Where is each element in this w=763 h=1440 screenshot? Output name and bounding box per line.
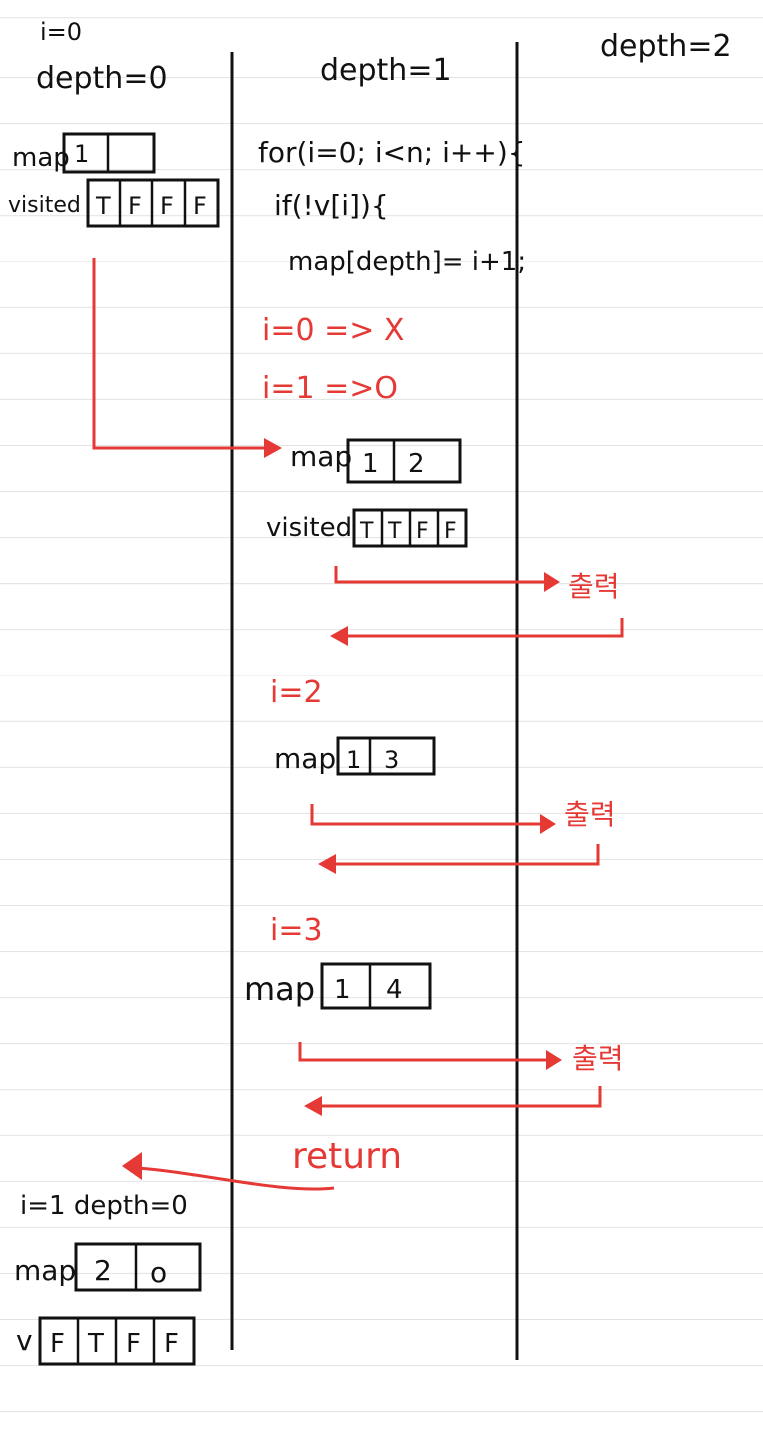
col0-map-label: map [12, 143, 70, 173]
bottom-v-cell-2: F [126, 1329, 141, 1359]
col0-visited-cell-2: F [160, 192, 174, 220]
depth1-map-c-array: 1 4 [320, 962, 432, 1010]
return-arrowhead-3 [304, 1096, 322, 1116]
bottom-v-cell-3: F [164, 1329, 179, 1359]
call-arrowhead-3 [546, 1050, 562, 1070]
depth1-map-b-label: map [274, 742, 336, 775]
pass-down-arrowhead [264, 438, 282, 458]
depth1-map-a-cell-0: 1 [362, 449, 379, 479]
bottom-title: i=1 depth=0 [20, 1191, 188, 1221]
header-depth2: depth=2 [600, 29, 732, 64]
col0-visited-cell-3: F [193, 192, 207, 220]
bottom-v-array: F T F F [38, 1316, 196, 1366]
col0-visited-cell-1: F [128, 192, 142, 220]
return-to-depth0-arrow [135, 1166, 335, 1191]
header-depth1: depth=1 [320, 53, 452, 88]
output-label-1: 출력 [568, 570, 620, 603]
output-label-2: 출력 [564, 798, 616, 831]
depth1-visited-array: T T F F [352, 508, 468, 548]
depth1-visited-cell-2: F [416, 519, 429, 544]
col0-map-array: 1 [62, 132, 156, 174]
bottom-map-label: map [14, 1254, 76, 1287]
col0-visited-cell-0: T [95, 192, 111, 220]
depth1-map-a-label: map [290, 440, 352, 473]
call-arrow-1 [334, 566, 546, 584]
step-i1: i=1 =>O [262, 371, 398, 406]
return-arrowhead-1 [330, 626, 348, 646]
return-arrow-1 [346, 618, 624, 638]
depth1-visited-cell-0: T [359, 519, 374, 544]
pass-down-arrow [92, 258, 268, 450]
header-depth0: depth=0 [36, 61, 168, 96]
depth1-map-c-label: map [244, 970, 315, 1008]
bottom-v-cell-1: T [87, 1329, 104, 1359]
call-arrow-3 [298, 1042, 548, 1062]
return-label: return [292, 1136, 402, 1177]
depth1-map-b-array: 1 3 [336, 736, 436, 776]
call-arrowhead-2 [540, 814, 556, 834]
col0-visited-array: T F F F [86, 178, 220, 228]
bottom-map-cell-0: 2 [94, 1254, 112, 1287]
code-line-3: map[depth]= i+1; [288, 247, 526, 277]
col0-visited-label: visited [8, 193, 81, 218]
code-line-1: for(i=0; i<n; i++){ [258, 136, 526, 169]
call-arrowhead-1 [544, 572, 560, 592]
step-i0: i=0 => X [262, 313, 404, 348]
depth1-visited-label: visited [266, 513, 352, 543]
return-arrow-2 [334, 844, 600, 866]
depth1-map-c-cell-0: 1 [334, 975, 351, 1005]
code-line-2: if(!v[i]){ [274, 189, 389, 222]
depth1-map-a-array: 1 2 [346, 438, 462, 484]
call-arrow-2 [310, 804, 540, 826]
bottom-map-array: 2 o [74, 1242, 202, 1292]
step-i3: i=3 [270, 913, 323, 948]
bottom-map-cell-1: o [150, 1256, 167, 1289]
depth1-visited-cell-1: T [387, 519, 402, 544]
step-i2: i=2 [270, 675, 323, 710]
return-arrow-3 [320, 1086, 602, 1108]
bottom-v-cell-0: F [50, 1329, 65, 1359]
col0-map-cell-0: 1 [74, 140, 89, 168]
depth1-map-b-cell-0: 1 [346, 746, 361, 774]
header-i0: i=0 [40, 18, 82, 46]
depth1-map-c-cell-1: 4 [386, 975, 403, 1005]
depth1-visited-cell-3: F [444, 519, 457, 544]
return-arrowhead-2 [318, 854, 336, 874]
output-label-3: 출력 [572, 1042, 624, 1075]
depth1-map-b-cell-1: 3 [384, 746, 399, 774]
bottom-v-label: v [16, 1324, 33, 1357]
return-to-depth0-arrowhead [122, 1152, 142, 1180]
depth1-map-a-cell-1: 2 [408, 449, 425, 479]
